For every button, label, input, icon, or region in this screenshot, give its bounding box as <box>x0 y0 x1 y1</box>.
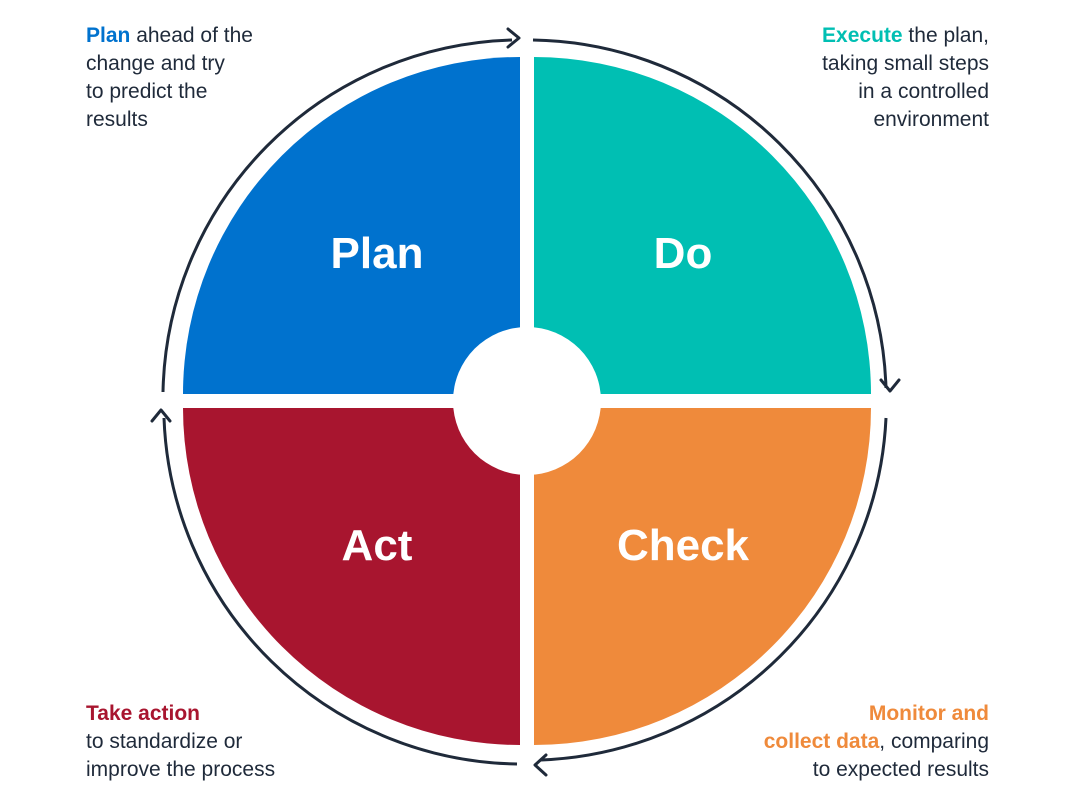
do-description-line-2: taking small steps <box>822 52 989 75</box>
cycle-ring-arc-left <box>161 38 513 393</box>
act-description-line-3: improve the process <box>86 758 276 781</box>
quadrant-plan <box>183 57 520 394</box>
arrow-down-icon <box>879 378 901 393</box>
plan-description-line-1: Plan ahead of the <box>86 22 253 50</box>
center-hub <box>453 327 601 475</box>
quadrant-label-act: Act <box>342 521 413 570</box>
quadrant-do <box>534 57 871 394</box>
do-highlight: Execute <box>822 24 903 47</box>
act-description-line-2: to standardize or <box>86 730 243 753</box>
arrow-left-icon <box>533 753 548 777</box>
check-description-line-2: collect data, comparing <box>764 728 989 756</box>
plan-description-line-2: change and try <box>86 52 225 75</box>
arrow-up-icon <box>150 408 172 423</box>
check-description: Monitor and collect data, comparing to e… <box>764 700 989 784</box>
do-description-line-3: in a controlled <box>858 80 989 103</box>
arrow-right-icon <box>506 27 521 49</box>
check-highlight-1: Monitor and <box>868 702 989 725</box>
check-line2-rest: , comparing <box>879 730 989 753</box>
quadrant-label-check: Check <box>617 521 750 570</box>
plan-description-line-3: to predict the <box>86 80 208 103</box>
plan-description-line-4: results <box>86 108 148 131</box>
quadrant-label-plan: Plan <box>331 229 424 278</box>
quadrant-check <box>534 408 871 745</box>
do-description-line-4: environment <box>873 108 989 131</box>
do-description-line-1: Execute the plan, <box>822 22 989 50</box>
check-description-line-3: to expected results <box>812 758 989 781</box>
cycle-ring-arc-top <box>532 38 888 389</box>
act-highlight: Take action <box>86 702 200 725</box>
quadrant-act <box>183 408 520 745</box>
plan-line1-rest: ahead of the <box>130 24 253 47</box>
check-highlight-2: collect data <box>763 730 880 753</box>
plan-highlight: Plan <box>86 24 131 47</box>
quadrant-label-do: Do <box>654 229 713 278</box>
cycle-ring-arc-bottom <box>162 417 518 766</box>
do-description: Execute the plan, taking small steps in … <box>822 22 989 134</box>
act-description: Take action to standardize or improve th… <box>86 700 275 784</box>
do-line1-rest: the plan, <box>902 24 989 47</box>
plan-description: Plan ahead of the change and try to pred… <box>86 22 253 134</box>
cycle-ring-arc-right <box>540 417 888 762</box>
